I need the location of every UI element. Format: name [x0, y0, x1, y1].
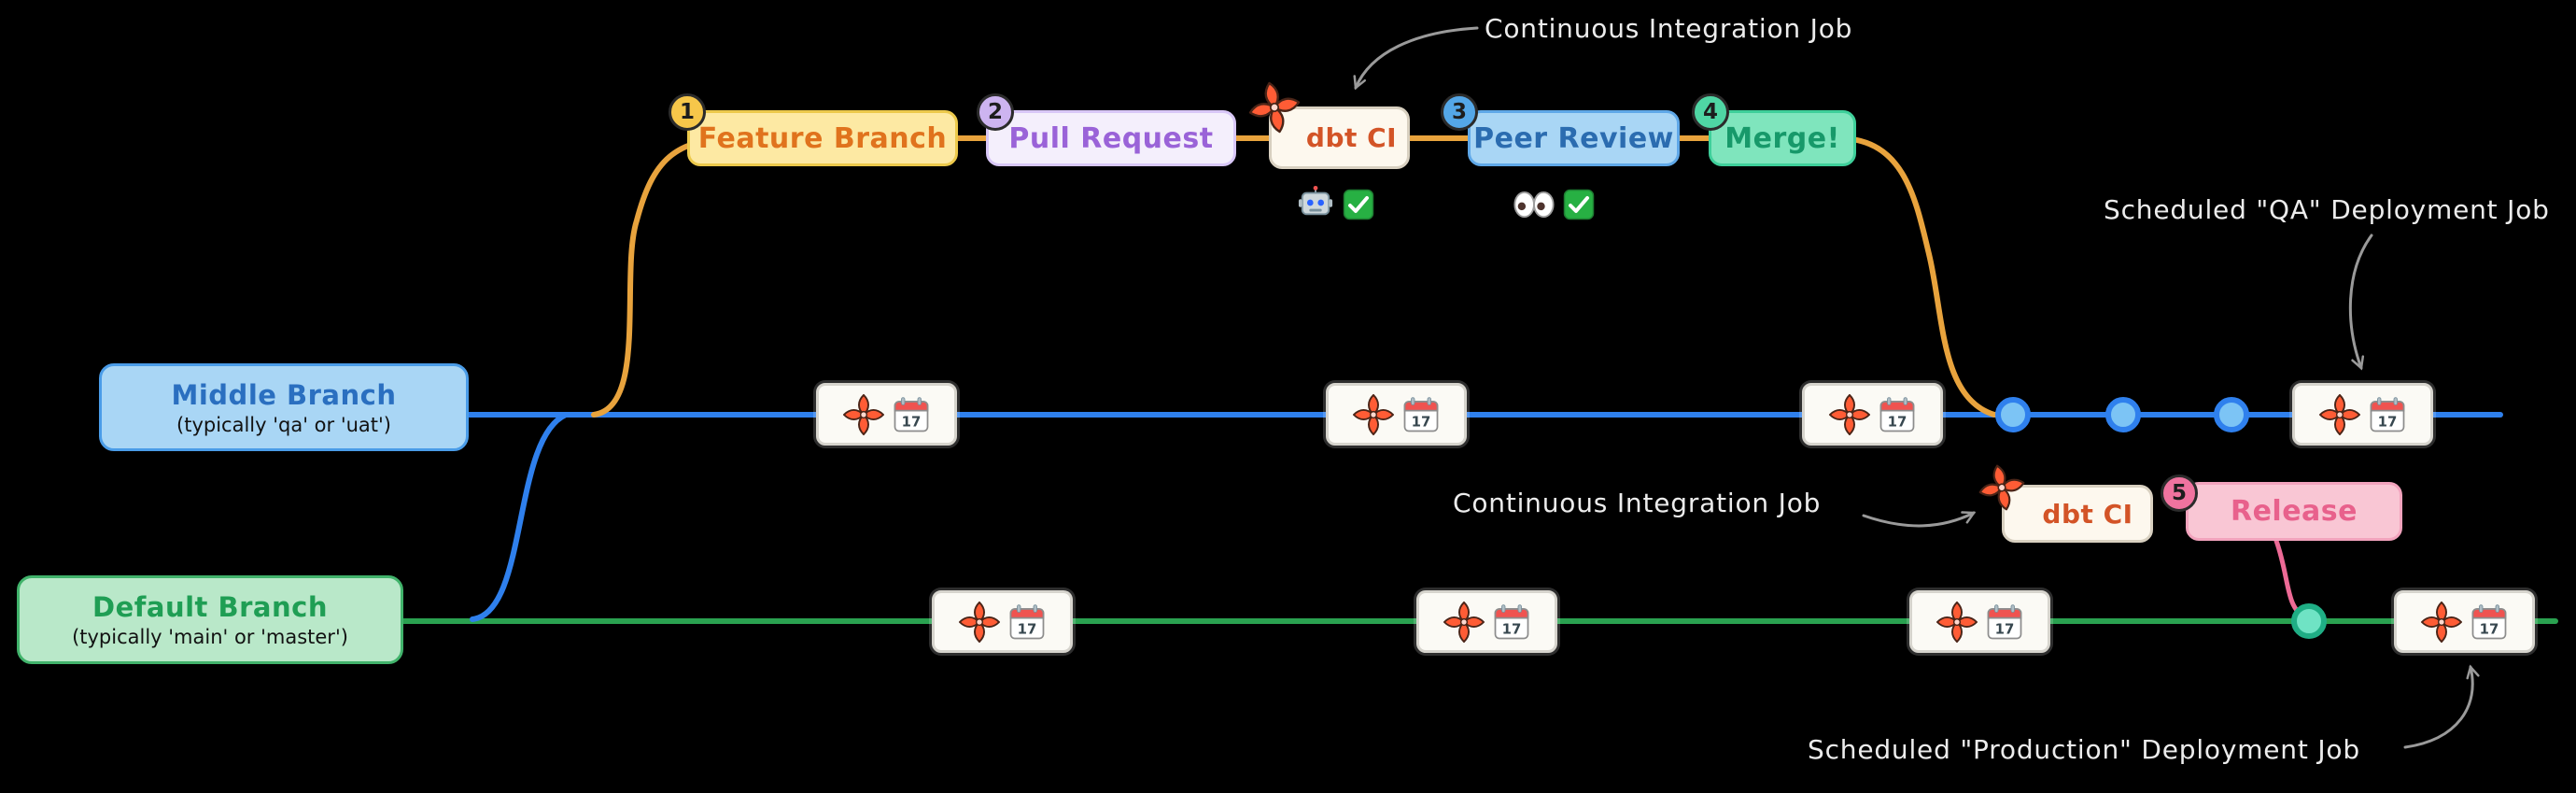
commit-dot	[1995, 397, 2031, 432]
calendar-icon	[1401, 395, 1441, 434]
default-branch-box: Default Branch (typically 'main' or 'mas…	[17, 575, 403, 664]
default-branch-subtitle: (typically 'main' or 'master')	[72, 626, 348, 648]
step-badge-2: 2	[977, 93, 1014, 131]
production-deployment-chip	[2394, 590, 2535, 653]
scheduled-run-chip	[1909, 590, 2050, 653]
feature-branch-line	[591, 135, 1997, 418]
dbt-ci-top-box: dbt CI	[1269, 106, 1410, 169]
qa-job-arrow	[2348, 234, 2373, 371]
dbt-icon	[1973, 459, 2031, 517]
step-badge-4: 4	[1692, 93, 1729, 131]
calendar-icon	[2368, 395, 2407, 434]
ci-mid-arrow	[1862, 511, 1977, 528]
dbt-icon	[1352, 393, 1395, 436]
release-step-box: Release	[2186, 482, 2402, 541]
check-icon	[1343, 189, 1374, 220]
peer-review-label: Peer Review	[1473, 121, 1674, 155]
dbt-ci-mid-label: dbt CI	[2042, 498, 2133, 530]
step-badge-1: 1	[669, 93, 706, 131]
calendar-icon	[2470, 602, 2509, 642]
merge-step-box: Merge!	[1709, 110, 1856, 166]
step-badge-3: 3	[1441, 93, 1478, 131]
pull-request-step-box: Pull Request	[986, 110, 1236, 166]
middle-branch-subtitle: (typically 'qa' or 'uat')	[176, 413, 391, 436]
dbt-icon	[2420, 601, 2463, 644]
calendar-icon	[892, 395, 931, 434]
dbt-ci-top-label: dbt CI	[1305, 122, 1398, 153]
dbt-icon	[842, 393, 885, 436]
dbt-icon	[958, 601, 1001, 644]
ci-top-annotation: Continuous Integration Job	[1485, 13, 1853, 44]
qa-job-annotation: Scheduled "QA" Deployment Job	[2104, 194, 2550, 225]
scheduled-run-chip	[1326, 383, 1467, 446]
pull-request-label: Pull Request	[1008, 121, 1214, 155]
ci-mid-annotation: Continuous Integration Job	[1453, 488, 1822, 518]
prod-job-arrow	[2403, 664, 2480, 749]
release-label: Release	[2230, 495, 2358, 528]
calendar-icon	[1492, 602, 1531, 642]
check-icon	[1563, 189, 1595, 220]
dbt-icon	[1243, 76, 1307, 140]
release-merge-dot	[2291, 603, 2327, 639]
scheduled-run-chip	[1416, 590, 1557, 653]
middle-branch-box: Middle Branch (typically 'qa' or 'uat')	[99, 363, 469, 451]
commit-dot	[2105, 397, 2141, 432]
peer-review-step-box: Peer Review	[1468, 110, 1680, 166]
dbt-icon	[1828, 393, 1871, 436]
scheduled-run-chip	[816, 383, 957, 446]
feature-branch-step-box: Feature Branch	[687, 110, 958, 166]
scheduled-run-chip	[932, 590, 1073, 653]
dbt-icon	[1443, 601, 1485, 644]
dbt-icon	[1936, 601, 1978, 644]
eyes-icon	[1513, 191, 1555, 219]
default-branch-name: Default Branch	[92, 591, 328, 623]
middle-branch-fork-line	[470, 412, 569, 622]
robot-icon	[1298, 185, 1333, 220]
step-badge-5: 5	[2161, 474, 2198, 512]
calendar-icon	[1985, 602, 2024, 642]
dbt-ci-mid-box: dbt CI	[2002, 485, 2153, 543]
ci-top-arrow	[1353, 26, 1479, 91]
middle-branch-name: Middle Branch	[171, 378, 397, 411]
dbt-icon	[2318, 393, 2361, 436]
scheduled-run-chip	[1802, 383, 1943, 446]
commit-dot	[2214, 397, 2249, 432]
feature-branch-label: Feature Branch	[697, 121, 948, 155]
prod-job-annotation: Scheduled "Production" Deployment Job	[1808, 734, 2360, 765]
merge-label: Merge!	[1724, 121, 1840, 155]
qa-deployment-chip	[2292, 383, 2433, 446]
calendar-icon	[1007, 602, 1047, 642]
calendar-icon	[1878, 395, 1917, 434]
